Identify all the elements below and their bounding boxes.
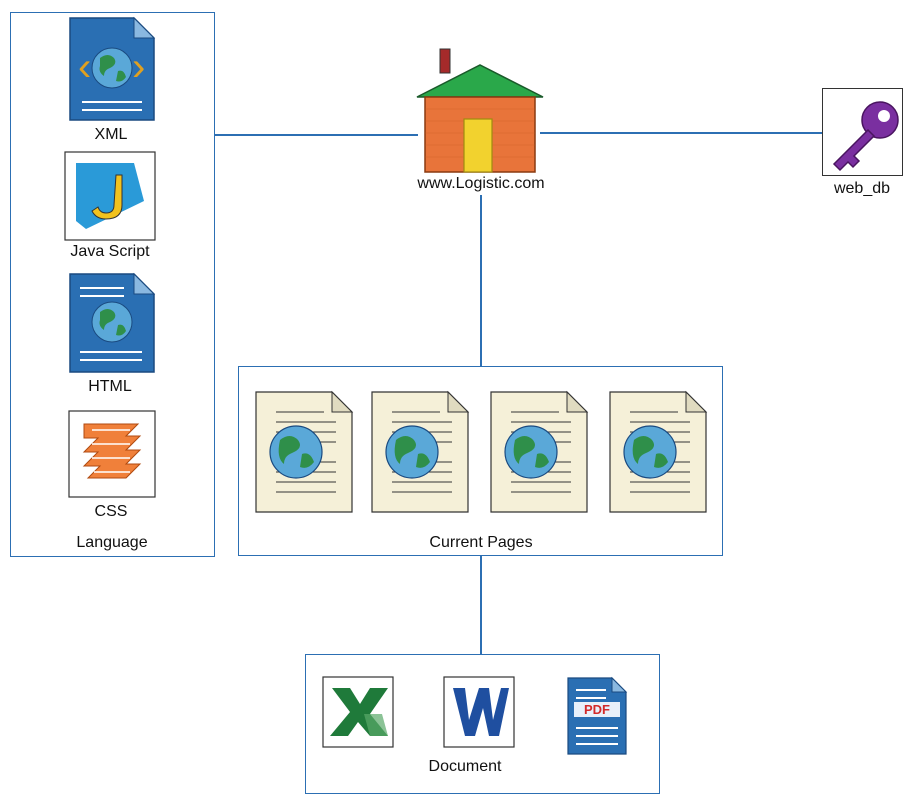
house-icon[interactable] <box>415 47 545 175</box>
html-file-icon[interactable] <box>68 272 156 374</box>
web-page-icon[interactable] <box>254 390 354 514</box>
web-page-icon[interactable] <box>608 390 708 514</box>
language-item-label-xml: XML <box>94 126 128 144</box>
excel-icon[interactable] <box>322 676 394 748</box>
pdf-badge: PDF <box>574 702 620 717</box>
language-item-label-javascript: Java Script <box>70 243 150 261</box>
database-label: web_db <box>833 180 891 198</box>
css-file-icon[interactable] <box>68 410 156 498</box>
language-group-title: Language <box>76 534 148 552</box>
web-page-icon[interactable] <box>370 390 470 514</box>
database-key-node[interactable] <box>822 88 903 176</box>
key-icon <box>822 88 903 176</box>
javascript-file-icon[interactable] <box>64 151 156 241</box>
diagram-canvas: www.Logistic.com web_db ‹ › XML Java Scr… <box>10 12 903 794</box>
svg-text:›: › <box>132 45 145 89</box>
root-label: www.Logistic.com <box>417 175 545 193</box>
language-group-box <box>10 12 215 557</box>
word-icon[interactable] <box>443 676 515 748</box>
connector-lines <box>215 132 822 654</box>
document-group-title: Document <box>428 758 502 776</box>
svg-text:‹: ‹ <box>78 45 91 89</box>
web-page-icon[interactable] <box>489 390 589 514</box>
current-pages-group-title: Current Pages <box>429 534 533 552</box>
current-pages-group-box <box>238 366 723 556</box>
xml-file-icon[interactable]: ‹ › <box>68 16 156 122</box>
language-item-label-css: CSS <box>94 503 128 521</box>
language-item-label-html: HTML <box>88 378 132 396</box>
